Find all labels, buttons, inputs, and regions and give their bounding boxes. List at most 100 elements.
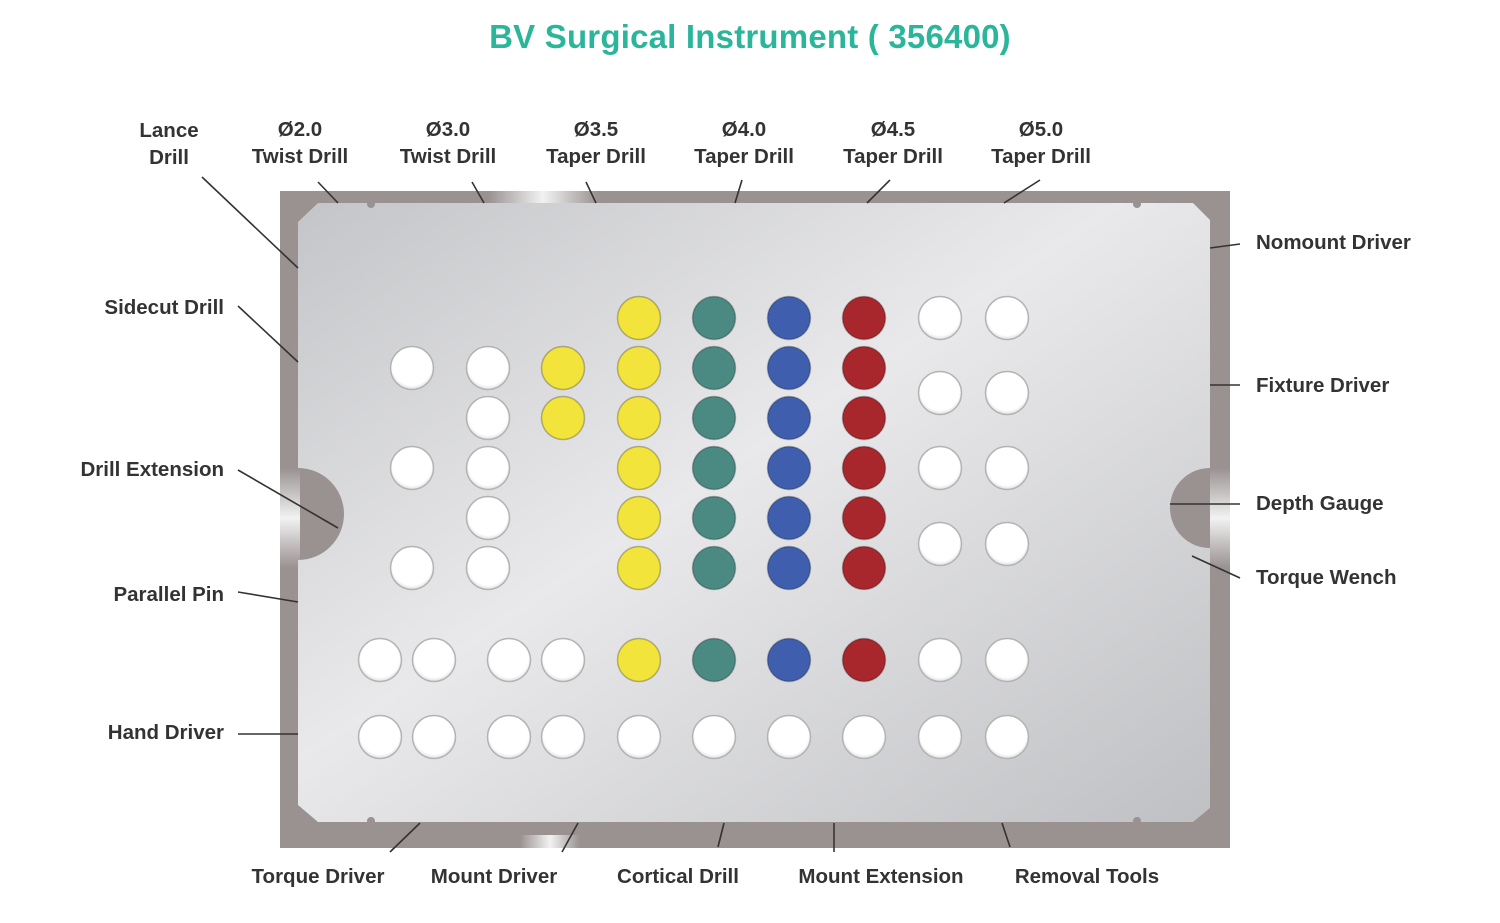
hole-white [984, 295, 1030, 341]
leader-line [201, 176, 299, 269]
hole-white [465, 345, 511, 391]
hole-red [841, 295, 887, 341]
hole-yellow [616, 295, 662, 341]
hole-white [841, 714, 887, 760]
leader-line [561, 822, 579, 853]
leader-line [1001, 822, 1011, 848]
hole-yellow [616, 545, 662, 591]
hole-green [691, 545, 737, 591]
hole-red [841, 637, 887, 683]
hole-white [389, 545, 435, 591]
leader-line [471, 181, 485, 204]
leader-line [734, 179, 743, 204]
leader-line [866, 179, 891, 204]
hole-red [841, 345, 887, 391]
hole-green [691, 495, 737, 541]
hole-white [917, 521, 963, 567]
label-torque-wench: Torque Wench [1256, 566, 1397, 589]
label-hand-driver: Hand Driver [107, 721, 224, 744]
hole-green [691, 637, 737, 683]
hole-blue [766, 445, 812, 491]
leader-line [717, 822, 725, 848]
label-fixture-driver: Fixture Driver [1256, 374, 1390, 397]
leader-line [237, 305, 299, 363]
label-sidecut-drill: Sidecut Drill [104, 296, 224, 319]
page-title: BV Surgical Instrument ( 356400) [489, 18, 1011, 55]
hole-red [841, 545, 887, 591]
label-cortical-drill: Cortical Drill [617, 865, 739, 888]
hole-yellow [616, 445, 662, 491]
hole-white [357, 637, 403, 683]
hole-white [917, 445, 963, 491]
hole-grid [357, 295, 1030, 760]
hole-blue [766, 395, 812, 441]
label-mount-extension: Mount Extension [798, 865, 964, 888]
hole-white [917, 637, 963, 683]
hole-white [917, 295, 963, 341]
hole-white [984, 445, 1030, 491]
hole-white [984, 521, 1030, 567]
hole-white [411, 637, 457, 683]
hole-white [389, 445, 435, 491]
hole-white [540, 637, 586, 683]
hole-white [389, 345, 435, 391]
hole-white [984, 637, 1030, 683]
label-depth-gauge: Depth Gauge [1256, 492, 1384, 515]
hole-white [766, 714, 812, 760]
hole-white [917, 714, 963, 760]
hole-blue [766, 495, 812, 541]
hole-blue [766, 545, 812, 591]
hole-white [465, 395, 511, 441]
hole-white [917, 370, 963, 416]
leader-lines [201, 176, 1241, 853]
hole-white [984, 714, 1030, 760]
leader-line [389, 822, 421, 853]
plate-notches [367, 200, 1141, 825]
hole-green [691, 295, 737, 341]
hole-yellow [616, 395, 662, 441]
hole-blue [766, 345, 812, 391]
hole-red [841, 495, 887, 541]
hole-yellow [540, 345, 586, 391]
hole-white [691, 714, 737, 760]
hole-green [691, 445, 737, 491]
leader-line [237, 469, 339, 529]
hole-white [616, 714, 662, 760]
hole-red [841, 395, 887, 441]
frame-cutout-left [280, 468, 300, 568]
label-parallel-pin: Parallel Pin [113, 583, 224, 606]
leader-line [1003, 179, 1041, 204]
hole-white [465, 445, 511, 491]
hole-blue [766, 637, 812, 683]
hole-green [691, 395, 737, 441]
frame-cutout-top [488, 191, 598, 204]
hole-white [486, 637, 532, 683]
label-removal-tools: Removal Tools [1014, 865, 1160, 888]
label-drill-extension: Drill Extension [80, 458, 224, 481]
hole-blue [766, 295, 812, 341]
hole-yellow [616, 345, 662, 391]
hole-red [841, 445, 887, 491]
leader-line [1209, 243, 1241, 249]
hole-white [465, 545, 511, 591]
leader-line [1191, 555, 1241, 579]
hole-white [357, 714, 403, 760]
label-nomount-driver: Nomount Driver [1256, 231, 1411, 254]
hole-white [411, 714, 457, 760]
leader-line [585, 181, 597, 204]
leader-line [317, 181, 339, 204]
hole-white [984, 370, 1030, 416]
frame-cutout-right [1210, 468, 1230, 568]
frame-cutout-bottom [520, 835, 580, 848]
hole-white [465, 495, 511, 541]
hole-white [540, 714, 586, 760]
label-mount-driver: Mount Driver [430, 865, 558, 888]
